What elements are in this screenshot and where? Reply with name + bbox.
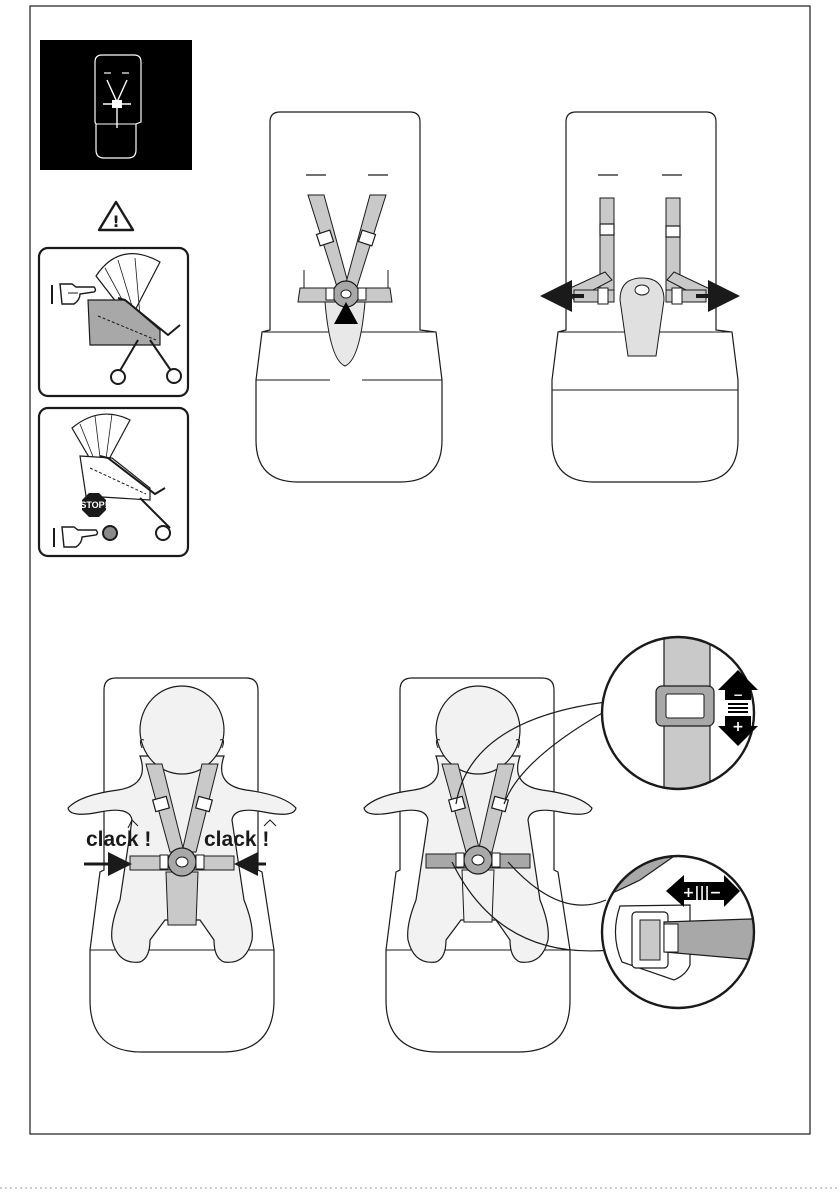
clack-label-right: clack ! bbox=[204, 828, 269, 851]
magnifier-strap-height: − + bbox=[602, 630, 758, 800]
magnifier-waist-strap: +|||− bbox=[596, 852, 780, 1008]
svg-text:−: − bbox=[733, 688, 743, 702]
warning-triangle-icon: ! bbox=[99, 202, 133, 231]
svg-text:+: + bbox=[732, 719, 744, 735]
svg-text:!: ! bbox=[112, 212, 119, 231]
svg-text:+|||−: +|||− bbox=[683, 885, 722, 901]
stroller-box-stop: STOP! bbox=[39, 408, 188, 556]
seat-child-buckling: clack ! clack ! bbox=[68, 678, 296, 1052]
clack-label-left: clack ! bbox=[86, 828, 151, 851]
seat-unbuckled-empty bbox=[548, 112, 738, 482]
stroller-box-correct bbox=[39, 248, 188, 396]
svg-text:STOP!: STOP! bbox=[80, 500, 107, 510]
seat-child-adjusted bbox=[364, 678, 610, 1052]
seat-buckled-empty bbox=[256, 112, 442, 482]
seat-thumbnail bbox=[40, 40, 192, 170]
